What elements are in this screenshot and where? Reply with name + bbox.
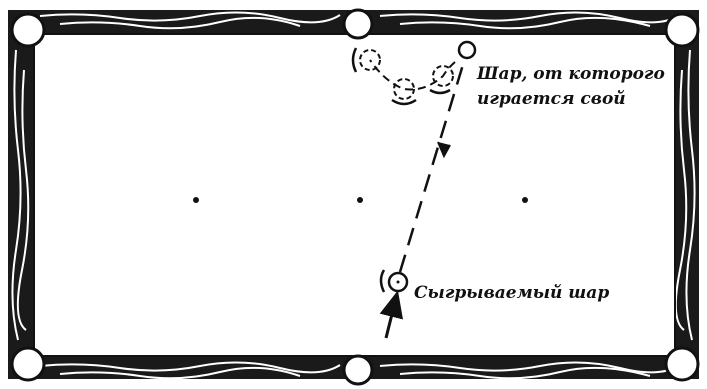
pocket-bottom-left [12, 348, 44, 380]
pocket-top-left [12, 14, 44, 46]
spot-right [522, 197, 528, 203]
pocket-top-right [666, 14, 698, 46]
pocket-bottom-middle [344, 356, 372, 384]
spot-center [357, 197, 363, 203]
pocket-top-middle [344, 10, 372, 38]
object-ball [459, 42, 475, 58]
pocket-bottom-right [666, 348, 698, 380]
cue-ball-label: Сыгрываемый шар [414, 283, 609, 303]
cue-ball-center [397, 281, 400, 284]
object-ball-label-line2: играется свой [477, 89, 626, 109]
spot-left [193, 197, 199, 203]
object-ball-label-line1: Шар, от которого [476, 64, 665, 84]
